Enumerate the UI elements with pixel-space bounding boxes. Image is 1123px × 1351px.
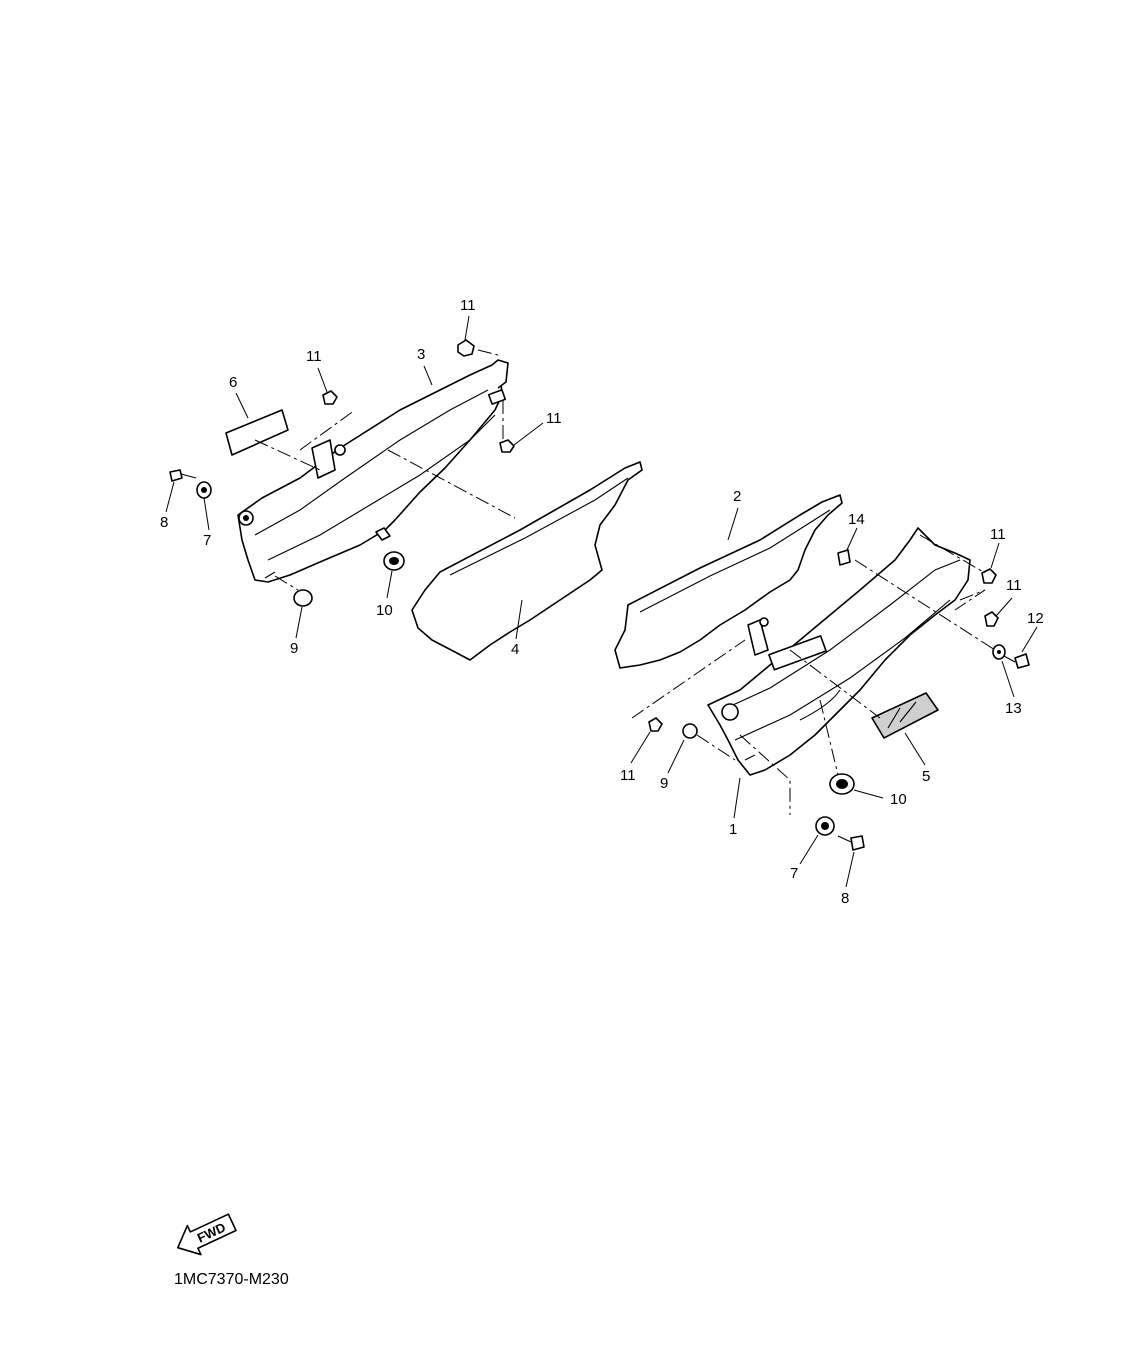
callout-11-right-top: 11 <box>990 526 1006 543</box>
diagram-code: 1MC7370-M230 <box>174 1271 289 1288</box>
right-leader-lines <box>630 507 1038 888</box>
callout-5-right: 5 <box>922 768 930 785</box>
callout-7-left: 7 <box>203 532 211 549</box>
left-side-cover-part-3 <box>237 359 509 583</box>
reflector-part-6 <box>225 409 289 456</box>
callout-11-right-mid: 11 <box>1006 577 1022 594</box>
right-fasteners <box>648 568 1030 851</box>
emblem-part-5 <box>871 692 939 739</box>
callout-11-left-mid: 11 <box>306 348 322 365</box>
left-leader-lines <box>165 315 544 640</box>
right-inner-panel-part-2 <box>614 494 843 669</box>
left-assembly-lines <box>254 349 516 591</box>
callout-11-left-top: 11 <box>460 297 476 314</box>
forward-arrow-icon: FWD <box>177 1213 237 1256</box>
callout-10-left: 10 <box>376 602 393 619</box>
callout-13-right: 13 <box>1005 700 1022 717</box>
callout-11-left-right: 11 <box>546 410 562 427</box>
callout-11-right-bottom: 11 <box>620 767 636 784</box>
callout-1-right: 1 <box>729 821 737 838</box>
left-fasteners <box>169 339 515 607</box>
callout-9-left: 9 <box>290 640 298 657</box>
clip-part-14 <box>837 549 851 566</box>
callout-14-right: 14 <box>848 511 865 528</box>
callout-8-left: 8 <box>160 514 168 531</box>
callout-9-right: 9 <box>660 775 668 792</box>
callout-6-left: 6 <box>229 374 237 391</box>
callout-10-right: 10 <box>890 791 907 808</box>
callout-12-right: 12 <box>1027 610 1044 627</box>
right-side-cover-part-1 <box>707 527 971 776</box>
left-inner-panel-part-4 <box>411 461 643 661</box>
callout-7-right: 7 <box>790 865 798 882</box>
right-assembly-lines <box>631 534 996 815</box>
callout-3-left: 3 <box>417 346 425 363</box>
callout-8-right: 8 <box>841 890 849 907</box>
callout-4-left: 4 <box>511 641 519 658</box>
callout-2-right: 2 <box>733 488 741 505</box>
